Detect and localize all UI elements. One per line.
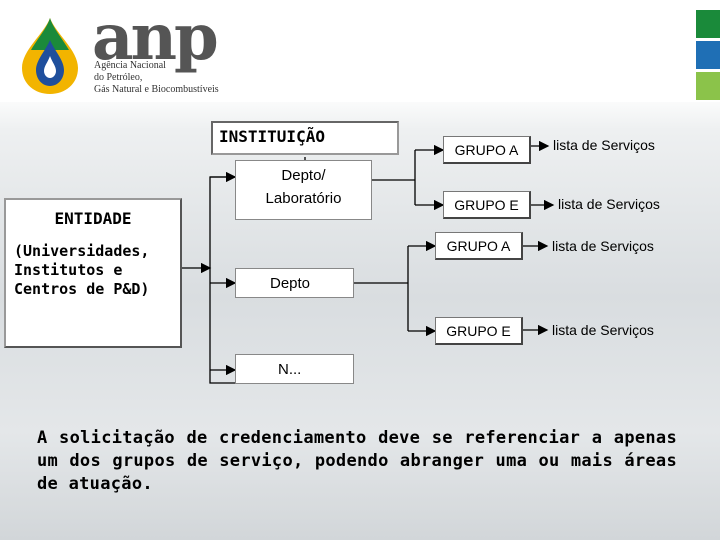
service-list-label: lista de Serviços [558,196,660,212]
entity-box: ENTIDADE (Universidades, Institutos e Ce… [4,198,182,348]
footnote-text: A solicitação de credenciamento deve se … [37,427,677,496]
group-box: GRUPO E [443,191,531,219]
group-box: GRUPO A [435,232,523,260]
entity-title: ENTIDADE [14,209,172,228]
entity-description-line: (Universidades, [14,242,172,261]
entity-description-line: Centros de P&D) [14,280,172,299]
group-box: GRUPO E [435,317,523,345]
entity-description: (Universidades, Institutos e Centros de … [14,242,172,299]
institution-box: INSTITUIÇÃO [211,121,399,155]
dept-lab-line: Depto/ [236,167,371,184]
entity-description-line: Institutos e [14,261,172,280]
group-box: GRUPO A [443,136,531,164]
service-list-label: lista de Serviços [553,137,655,153]
dept-lab-box: Depto/ Laboratório [235,160,372,220]
service-list-label: lista de Serviços [552,322,654,338]
n-more-box: N... [235,354,354,384]
service-list-label: lista de Serviços [552,238,654,254]
dept-box: Depto [235,268,354,298]
dept-lab-line: Laboratório [236,190,371,207]
